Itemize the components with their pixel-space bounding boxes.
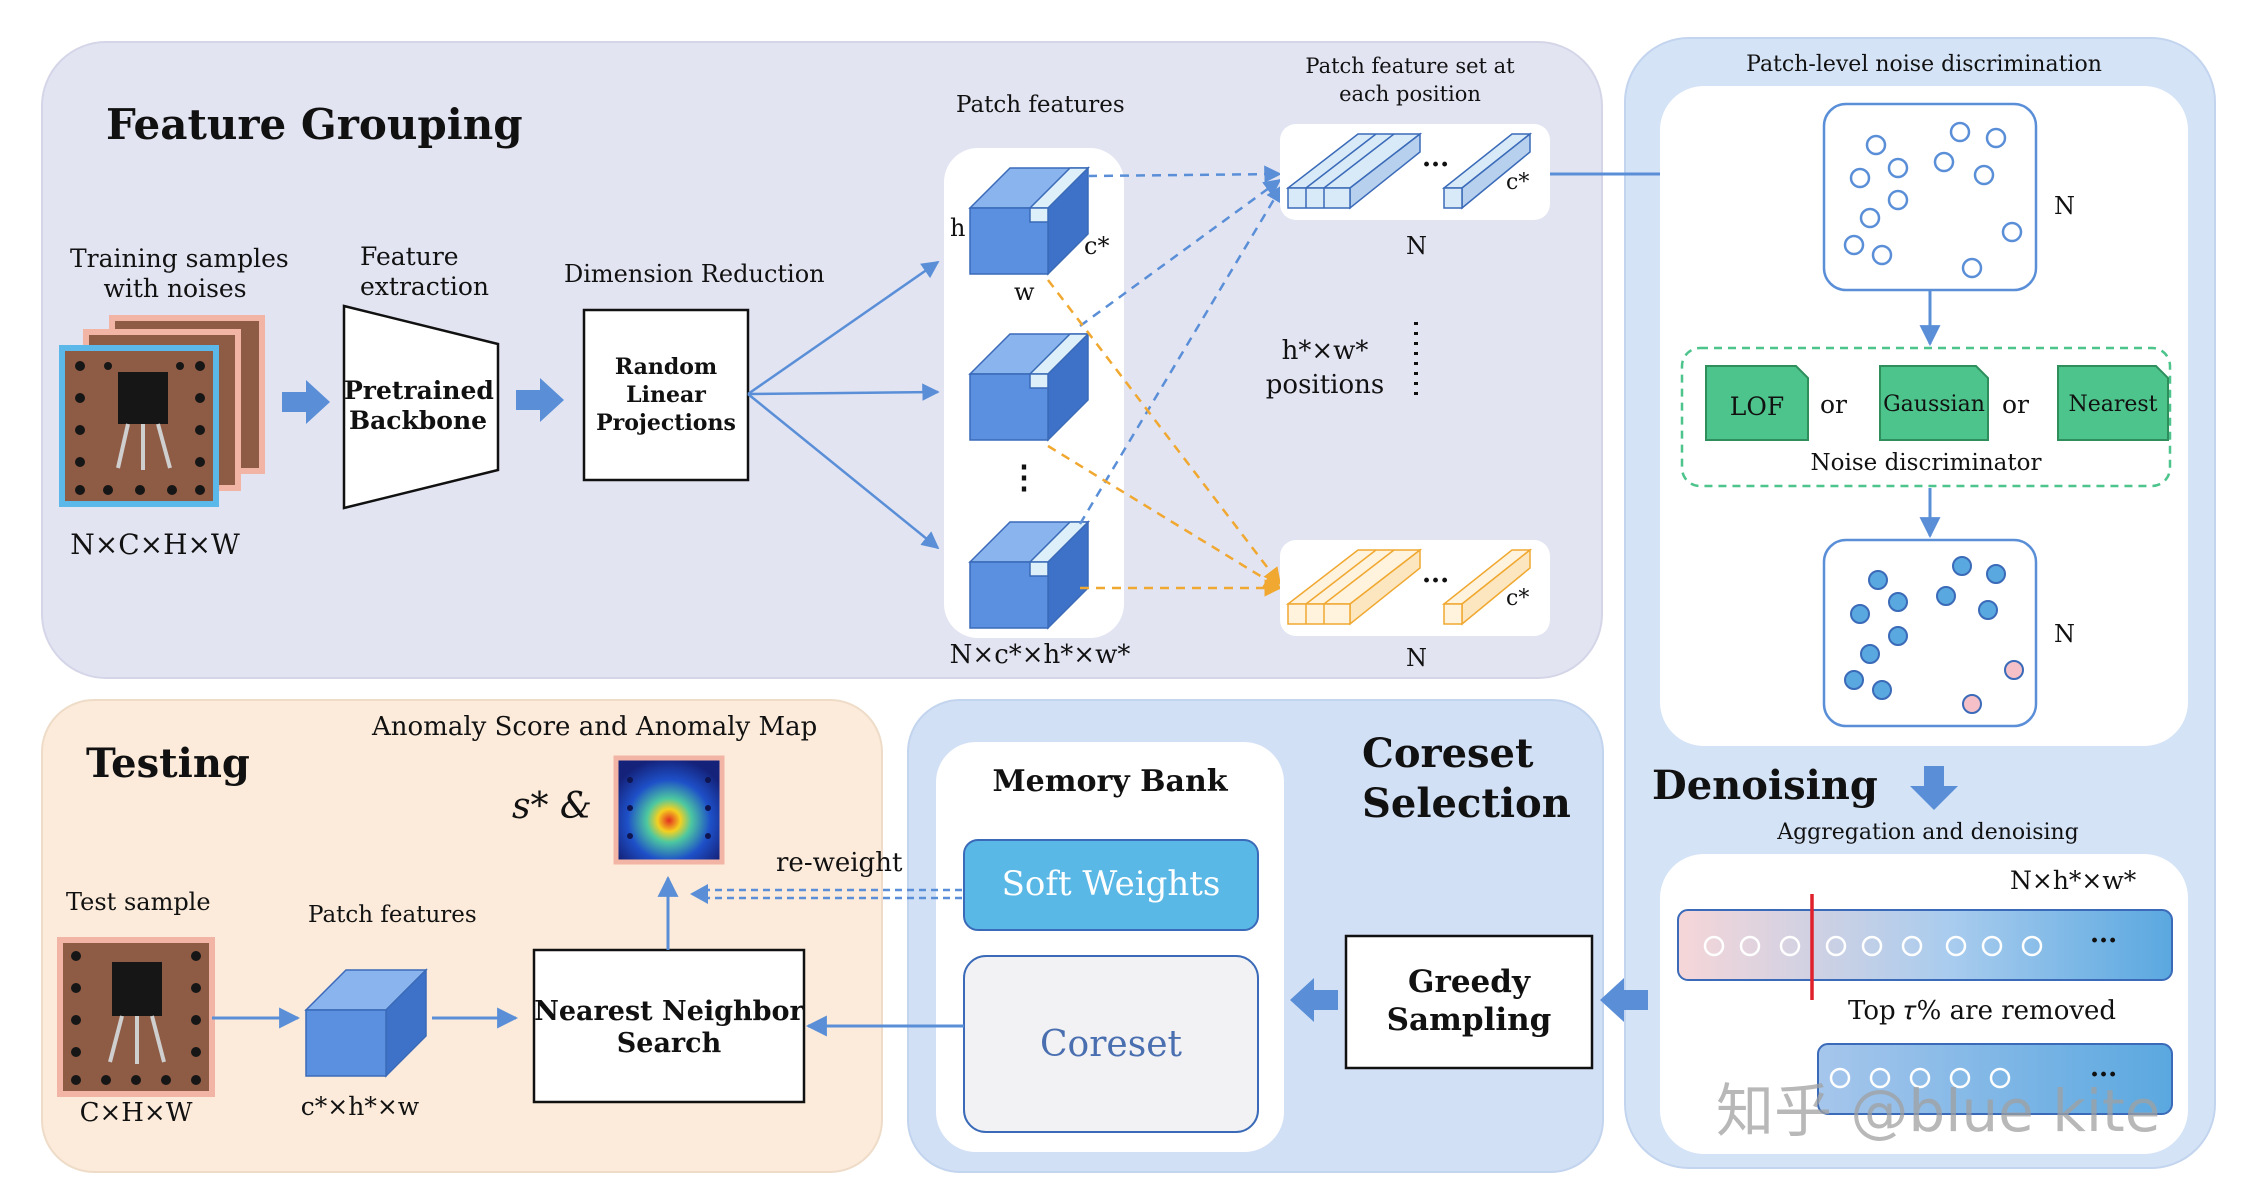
coreset-label: Coreset <box>1040 1024 1182 1065</box>
memory-bank-label: Memory Bank <box>992 764 1228 799</box>
greedy-label-1: Greedy <box>1408 964 1530 1000</box>
bar-shape-label: N×h*×w* <box>2010 866 2137 895</box>
block-arrow-to-backbone <box>282 380 330 424</box>
anomaly-map-dots <box>627 777 711 839</box>
removed-label: Top 𝜏% are removed <box>1848 996 2117 1026</box>
training-samples-label-1: Training samples <box>70 244 289 273</box>
lof-box <box>1705 365 1809 441</box>
projection-label-1: Random <box>614 354 718 380</box>
patch-cube-3 <box>968 520 1090 630</box>
set-c-bottom: c* <box>1506 586 1530 611</box>
discrimination-label: Patch-level noise discrimination <box>1746 52 2102 77</box>
feature-slices-bottom <box>1285 548 1533 626</box>
block-arrow-to-projection <box>516 378 564 422</box>
set-n-top: N <box>1406 232 1427 260</box>
cube-ellipsis: ⋮ <box>1008 458 1040 496</box>
feature-grouping-panel <box>41 41 1603 679</box>
test-patch-shape-label: c*×h*×w <box>300 1092 420 1121</box>
bar-dots: ··· <box>2090 926 2118 956</box>
projection-label-2: Linear <box>626 382 706 408</box>
denoising-title: Denoising <box>1652 762 1878 809</box>
input-shape-label: N×C×H×W <box>70 528 240 561</box>
nn-search-box <box>532 948 806 1104</box>
set-dots-top: ··· <box>1422 150 1450 180</box>
feature-slices-top <box>1285 132 1533 210</box>
soft-weights-box <box>963 839 1259 931</box>
feature-set-label-2: each position <box>1339 82 1481 106</box>
feature-grouping-title: Feature Grouping <box>106 100 523 149</box>
discriminator-label: Noise discriminator <box>1810 450 2042 476</box>
greedy-sampling-box <box>1344 934 1594 1070</box>
bar-dots-2: ··· <box>2090 1060 2118 1090</box>
n-label-top: N <box>2054 192 2075 220</box>
cube-c-label: c* <box>1084 232 1110 260</box>
or-1: or <box>1820 390 1848 419</box>
training-samples-label-2: with noises <box>103 274 247 303</box>
feature-extraction-label-1: Feature <box>360 242 459 271</box>
positions-label-2: positions <box>1265 370 1385 400</box>
feature-set-label-1: Patch feature set at <box>1305 54 1515 78</box>
block-arrow-to-greedy <box>1600 978 1648 1022</box>
points-top <box>1843 121 2023 279</box>
method-lof: LOF <box>1729 392 1785 421</box>
backbone-label-2: Backbone <box>348 406 488 435</box>
set-dots-bottom: ··· <box>1422 566 1450 596</box>
method-gaussian: Gaussian <box>1883 392 1985 417</box>
soft-weights-label: Soft Weights <box>1001 864 1221 904</box>
test-sample-image <box>57 937 215 1097</box>
backbone-label-1: Pretrained <box>344 376 494 405</box>
gaussian-box <box>1879 365 1989 441</box>
score-symbol: s* & <box>512 786 592 827</box>
watermark: 知乎 @blue kite <box>1716 1077 2161 1145</box>
points-bottom <box>1844 556 2024 714</box>
projection-label-3: Projections <box>596 410 736 436</box>
aggregation-label: Aggregation and denoising <box>1777 820 2079 845</box>
nn-search-label-2: Search <box>616 1028 722 1059</box>
block-arrow-to-coreset <box>1290 978 1338 1022</box>
training-samples-stack <box>59 315 265 507</box>
feature-extraction-label-2: extraction <box>360 272 489 301</box>
anomaly-map <box>613 755 725 865</box>
nn-search-label-1: Nearest Neighbor <box>534 996 804 1027</box>
or-2: or <box>2002 390 2030 419</box>
test-shape-label: C×H×W <box>79 1098 193 1128</box>
points-box-bottom <box>1822 538 2038 728</box>
reweight-label: re-weight <box>776 848 903 878</box>
cube-w-label: w <box>1014 278 1035 306</box>
positions-label-1: h*×w* <box>1281 336 1369 366</box>
greedy-label-2: Sampling <box>1386 1002 1552 1038</box>
coreset-title-2: Selection <box>1362 780 1571 827</box>
method-nearest: Nearest <box>2068 392 2158 417</box>
test-sample-label: Test sample <box>66 888 211 916</box>
test-patch-features-label: Patch features <box>308 902 477 928</box>
aggregation-bar <box>1677 909 2173 981</box>
patch-shape-label: N×c*×h*×w* <box>949 640 1131 670</box>
testing-title: Testing <box>86 740 250 787</box>
denoised-bar <box>1817 1043 2173 1115</box>
score-map-label: Anomaly Score and Anomaly Map <box>372 712 818 742</box>
coreset-box <box>963 955 1259 1133</box>
backbone-trapezoid <box>342 304 500 510</box>
aggregation-bar-circles <box>1703 935 2043 957</box>
set-c-top: c* <box>1506 170 1530 195</box>
nearest-box <box>2057 365 2169 441</box>
coreset-title-1: Coreset <box>1362 730 1534 777</box>
denoised-bar-circles <box>1829 1067 2011 1089</box>
n-label-bottom: N <box>2054 620 2075 648</box>
cube-h-label: h <box>950 214 966 242</box>
set-n-bottom: N <box>1406 644 1427 672</box>
patch-cube-1 <box>968 166 1090 276</box>
test-patch-cube <box>304 968 428 1078</box>
dimension-reduction-label: Dimension Reduction <box>564 260 825 288</box>
patch-features-label: Patch features <box>956 92 1125 118</box>
block-arrow-down <box>1910 766 1958 810</box>
